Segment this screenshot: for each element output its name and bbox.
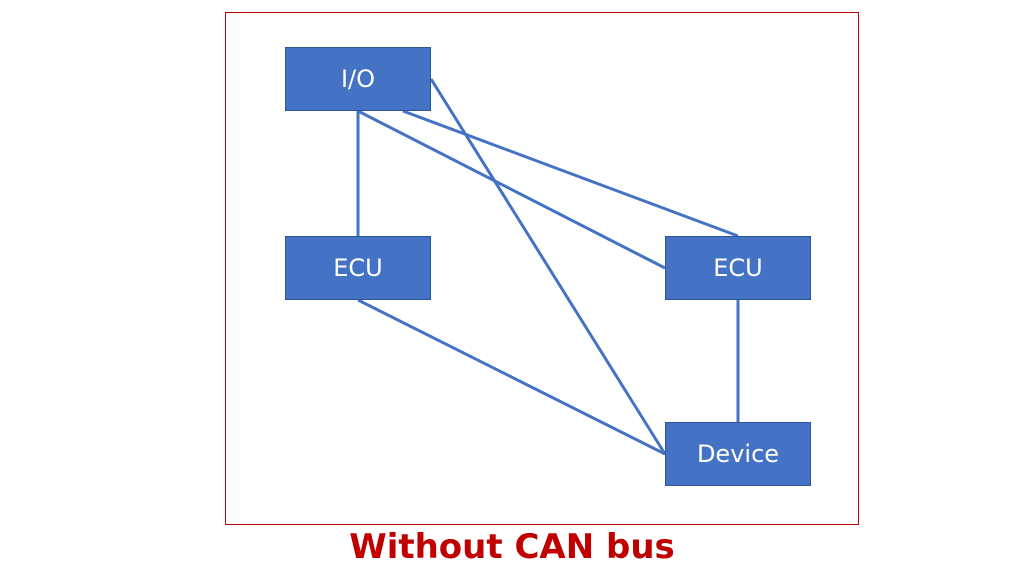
device-node: Device (665, 422, 811, 486)
diagram-caption: Without CAN bus (349, 527, 675, 567)
io-node: I/O (285, 47, 431, 111)
ecu-right-node-label: ECU (713, 254, 763, 282)
edge-io-device (429, 78, 667, 455)
ecu-left-node-label: ECU (333, 254, 383, 282)
ecu-left-node: ECU (285, 236, 431, 300)
ecu-right-node: ECU (665, 236, 811, 300)
edge-io-ecu-right-1 (357, 109, 666, 270)
io-node-label: I/O (340, 65, 376, 93)
diagram-frame (225, 12, 859, 525)
device-node-label: Device (696, 440, 780, 468)
edge-ecu-left-device (357, 298, 666, 456)
edge-io-ecu-right-2 (402, 109, 739, 238)
